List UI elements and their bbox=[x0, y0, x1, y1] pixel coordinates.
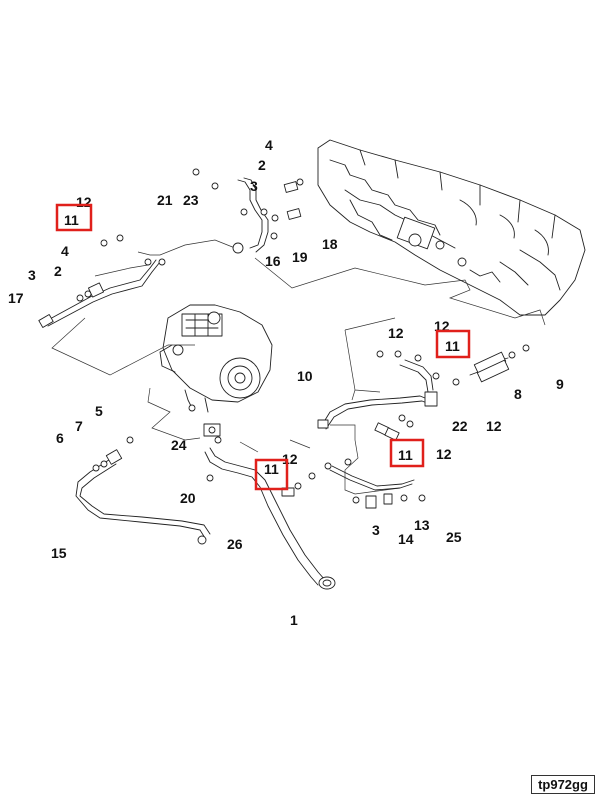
callout-14: 14 bbox=[398, 531, 414, 547]
callout-22: 22 bbox=[452, 418, 468, 434]
callout-11: 11 bbox=[264, 461, 279, 477]
callout-13: 13 bbox=[414, 517, 430, 533]
callout-7: 7 bbox=[75, 418, 83, 434]
callout-1: 1 bbox=[290, 612, 298, 628]
pipes bbox=[38, 168, 530, 590]
callout-16: 16 bbox=[265, 253, 281, 269]
callout-12: 12 bbox=[388, 325, 404, 341]
highlight-box-11-center bbox=[254, 458, 289, 491]
engine-block bbox=[317, 139, 586, 316]
callout-18: 18 bbox=[322, 236, 338, 252]
callout-10: 10 bbox=[297, 368, 313, 384]
callout-11: 11 bbox=[398, 447, 413, 463]
callout-2: 2 bbox=[258, 157, 266, 173]
callout-21: 21 bbox=[157, 192, 173, 208]
callout-3: 3 bbox=[28, 267, 36, 283]
callout-20: 20 bbox=[180, 490, 196, 506]
callout-11: 11 bbox=[445, 338, 460, 354]
highlight-box-11-right-upper bbox=[435, 329, 471, 359]
highlight-box-11-left bbox=[55, 203, 93, 232]
callout-4: 4 bbox=[265, 137, 273, 153]
callout-2: 2 bbox=[54, 263, 62, 279]
leader-lines bbox=[51, 239, 546, 495]
callout-3: 3 bbox=[372, 522, 380, 538]
callout-25: 25 bbox=[446, 529, 462, 545]
callout-12: 12 bbox=[486, 418, 502, 434]
callout-6: 6 bbox=[56, 430, 64, 446]
callout-15: 15 bbox=[51, 545, 67, 561]
callout-26: 26 bbox=[227, 536, 243, 552]
callout-17: 17 bbox=[8, 290, 24, 306]
highlight-boxes bbox=[55, 203, 471, 491]
callout-5: 5 bbox=[95, 403, 103, 419]
turbocharger bbox=[159, 304, 273, 413]
callout-19: 19 bbox=[292, 249, 308, 265]
callout-9: 9 bbox=[556, 376, 564, 392]
callout-8: 8 bbox=[514, 386, 522, 402]
callout-4: 4 bbox=[61, 243, 69, 259]
callout-24: 24 bbox=[171, 437, 187, 453]
callout-3: 3 bbox=[250, 178, 258, 194]
callout-labels: 12 11 4 3 2 17 21 23 2 3 4 16 19 18 12 1… bbox=[8, 137, 564, 628]
callout-12: 12 bbox=[76, 194, 92, 210]
callout-12: 12 bbox=[436, 446, 452, 462]
callout-11: 11 bbox=[64, 212, 79, 228]
callout-23: 23 bbox=[183, 192, 199, 208]
figure-code-label: tp972gg bbox=[531, 775, 595, 794]
highlight-box-11-right-lower bbox=[389, 438, 425, 468]
